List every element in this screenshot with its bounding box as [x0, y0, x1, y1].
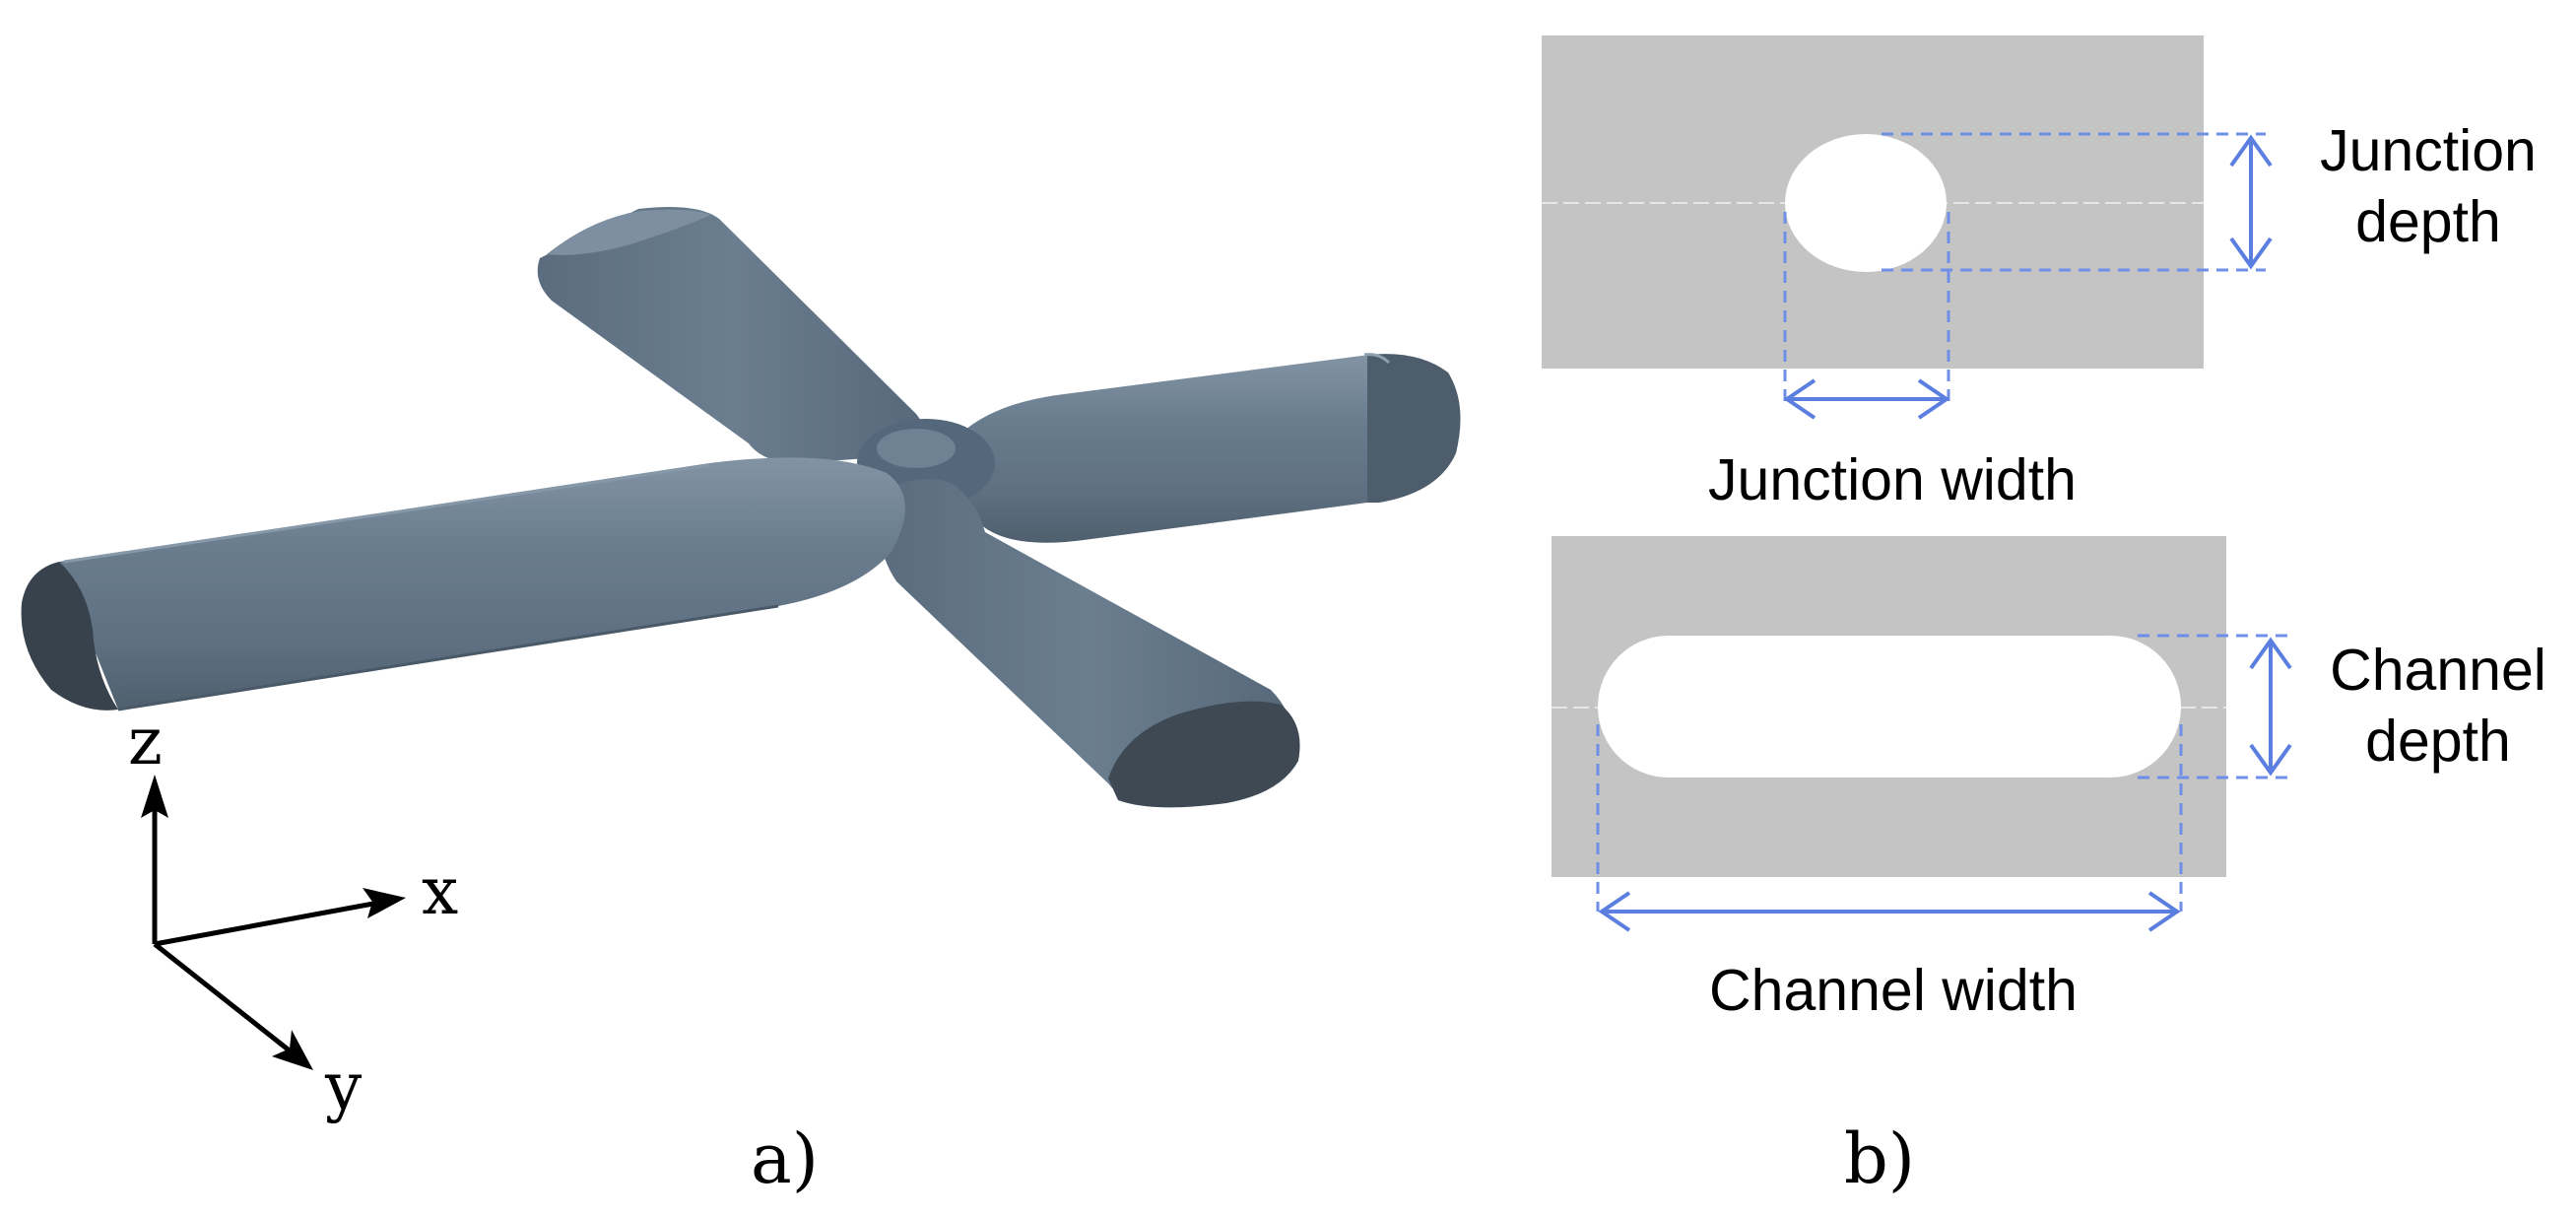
channel-arm-left	[21, 457, 905, 711]
junction-depth-label-line2: depth	[2355, 189, 2501, 254]
channel-width-arrow	[1598, 891, 2181, 932]
junction-opening	[1785, 134, 1947, 272]
channel-depth-label-line1: Channel	[2330, 638, 2546, 703]
channel-opening	[1598, 636, 2181, 778]
y-axis-label: y	[324, 1049, 363, 1124]
junction-cross-section: Junction depth Junction width	[1542, 35, 2537, 512]
x-axis-label: x	[422, 853, 458, 929]
channel-depth-arrow	[2249, 637, 2292, 777]
junction-depth-label-line1: Junction	[2320, 118, 2537, 183]
junction-width-arrow	[1783, 378, 1950, 420]
z-axis-label: z	[128, 704, 163, 779]
panel-a-label: a)	[751, 1118, 819, 1199]
channel-arm-front	[881, 479, 1300, 808]
channel-cross-section: Channel depth Channel width	[1552, 536, 2546, 1023]
channel-arm-back	[537, 206, 925, 464]
junction-depth-arrow	[2229, 134, 2273, 270]
panel-b-label: b)	[1844, 1118, 1915, 1199]
x-axis	[154, 899, 385, 947]
panel-a-3d-model: z x y a)	[21, 206, 1461, 1199]
channel-arm-right	[950, 353, 1461, 543]
channel-depth-label-line2: depth	[2365, 709, 2511, 774]
channel-width-label: Channel width	[1709, 958, 2078, 1023]
panel-b-cross-sections: Junction depth Junction width	[1542, 35, 2546, 1199]
junction-width-label: Junction width	[1708, 447, 2077, 512]
coordinate-axes	[141, 775, 406, 1070]
y-axis	[153, 942, 302, 1061]
